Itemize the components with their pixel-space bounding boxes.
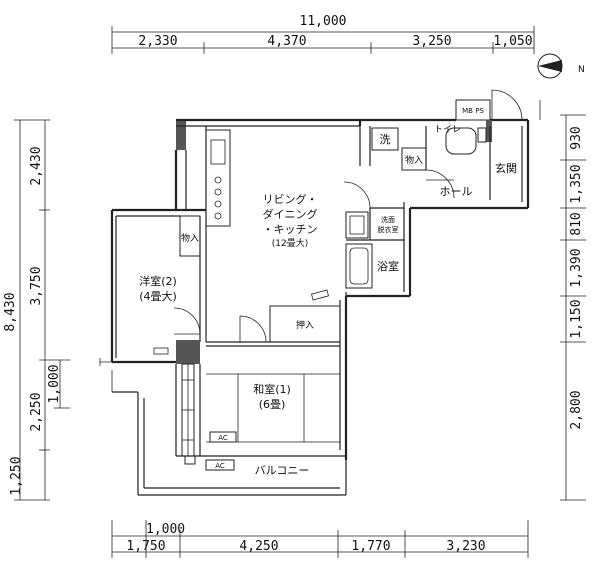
western-room-label-1: 洋室(2) bbox=[139, 274, 177, 288]
ldk-label-3: ・キッチン bbox=[263, 223, 318, 236]
walls: MB PS bbox=[99, 89, 541, 496]
ac-2-label: AC bbox=[215, 462, 225, 470]
dim-left-sub: 1,000 bbox=[47, 364, 62, 403]
entrance-label: 玄関 bbox=[495, 161, 517, 175]
washroom-label-1: 洗面 bbox=[381, 215, 395, 224]
dim-right-2: 1,350 bbox=[569, 164, 584, 203]
dim-left-3: 2,250 bbox=[29, 392, 44, 431]
north-arrow-icon: N bbox=[537, 53, 585, 79]
bottom-dimensions: 1,000 1,750 4,250 1,770 3,230 bbox=[111, 520, 529, 558]
japanese-room-label-1: 和室(1) bbox=[253, 382, 291, 396]
interior: 物入 洗 物入 トイレ ホール 玄関 洗面 脱衣室 浴室 bbox=[153, 125, 517, 471]
dim-bottom-4: 3,230 bbox=[446, 539, 485, 554]
dim-top-3: 3,250 bbox=[412, 34, 451, 49]
laundry-label: 洗 bbox=[380, 133, 391, 146]
room-labels: リビング・ ダイニング ・キッチン (12畳大) 洋室(2) (4畳大) 和室(… bbox=[139, 192, 317, 477]
dim-bottom-sub: 1,000 bbox=[146, 522, 185, 537]
closet-japanese-label: 押入 bbox=[296, 319, 314, 331]
balcony-label: バルコニー bbox=[255, 464, 310, 477]
ldk-label-2: ダイニング bbox=[263, 207, 318, 221]
dim-bottom-1: 1,750 bbox=[126, 539, 165, 554]
right-dimensions: 930 1,350 810 1,390 1,150 2,800 bbox=[560, 114, 586, 501]
dim-left-2: 3,750 bbox=[29, 266, 44, 305]
dim-bottom-3: 1,770 bbox=[351, 539, 390, 554]
ac-1-label: AC bbox=[218, 434, 228, 442]
dim-right-3: 810 bbox=[569, 212, 584, 235]
dim-left-total: 8,430 bbox=[3, 292, 18, 331]
north-label: N bbox=[578, 65, 585, 75]
dim-right-1: 930 bbox=[569, 126, 584, 149]
closet-western-label: 物入 bbox=[181, 232, 199, 244]
ldk-label-1: リビング・ bbox=[263, 192, 318, 206]
dim-right-4: 1,390 bbox=[569, 248, 584, 287]
closet-toilet-label: 物入 bbox=[405, 154, 423, 166]
dim-top-4: 1,050 bbox=[493, 34, 532, 49]
dim-left-4: 1,250 bbox=[9, 456, 24, 495]
dim-left-1: 2,430 bbox=[29, 146, 44, 185]
washroom-label-2: 脱衣室 bbox=[378, 225, 399, 234]
toilet-label: トイレ bbox=[434, 125, 461, 135]
top-dimensions: 11,000 2,330 4,370 3,250 1,050 bbox=[111, 14, 535, 54]
dim-top-total: 11,000 bbox=[300, 14, 347, 29]
bath-label: 浴室 bbox=[377, 259, 399, 273]
ldk-label-4: (12畳大) bbox=[272, 237, 308, 249]
japanese-room-label-2: (6畳) bbox=[259, 398, 286, 411]
dim-bottom-2: 4,250 bbox=[239, 539, 278, 554]
dim-right-6: 2,800 bbox=[569, 390, 584, 429]
dim-top-2: 4,370 bbox=[267, 34, 306, 49]
western-room-label-2: (4畳大) bbox=[139, 289, 177, 303]
left-dimensions: 8,430 2,430 3,750 2,250 1,250 1,000 bbox=[3, 119, 70, 501]
hall-label: ホール bbox=[440, 185, 473, 198]
mb-ps-label: MB PS bbox=[462, 107, 484, 115]
dim-right-5: 1,150 bbox=[569, 299, 584, 338]
dim-top-1: 2,330 bbox=[138, 34, 177, 49]
